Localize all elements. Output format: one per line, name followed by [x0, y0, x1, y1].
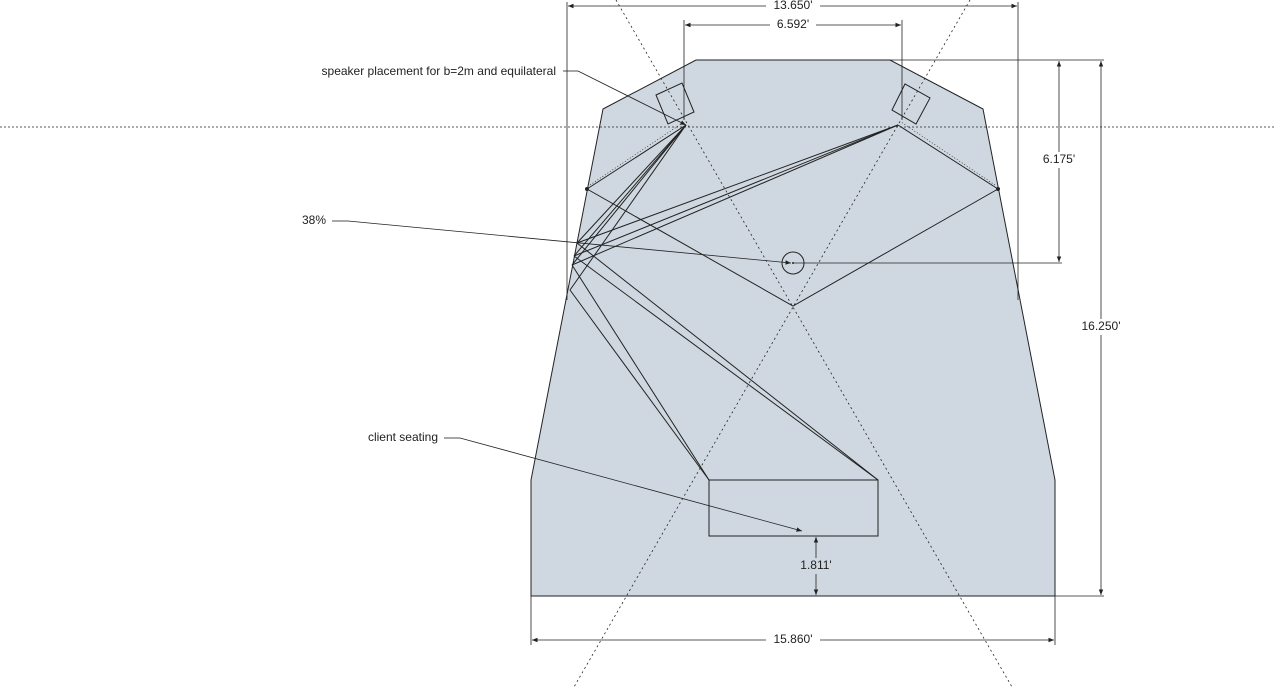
annotation-client-seating: client seating — [368, 430, 438, 444]
right-corner-point — [996, 187, 1000, 191]
leader-speaker-placement-diag — [577, 70, 687, 126]
dim-label-right-long: 16.250' — [1082, 319, 1121, 333]
left-speaker-to-side-dotted — [589, 121, 685, 186]
dim-label-top-inner: 6.592' — [777, 17, 809, 31]
leader-percent-diag — [347, 220, 792, 265]
listening-triangle — [586, 188, 999, 307]
right-speaker-to-side — [897, 124, 999, 190]
dim-label-bottom-width: 15.860' — [774, 632, 813, 646]
dim-label-top-outer: 13.650' — [774, 0, 813, 12]
left-speaker-axis-guide — [615, 0, 1013, 688]
client-seating-area — [708, 479, 879, 537]
annotation-percent: 38% — [302, 213, 326, 227]
dim-label-seating-gap: 1.811' — [800, 558, 831, 572]
leader-client-seating-diag — [459, 437, 803, 532]
right-speaker-to-side-dotted — [900, 121, 996, 186]
room-outline — [530, 59, 1056, 597]
listening-position-center — [792, 262, 794, 264]
annotation-speaker-placement: speaker placement for b=2m and equilater… — [322, 64, 556, 78]
dim-label-right-short: 6.175' — [1043, 152, 1075, 166]
listening-position — [781, 251, 805, 275]
left-corner-point — [585, 187, 589, 191]
right-speaker-axis-guide — [573, 0, 971, 688]
right-speaker — [891, 83, 931, 125]
left-speaker-to-side — [586, 124, 687, 190]
reflection-rays — [569, 124, 899, 481]
